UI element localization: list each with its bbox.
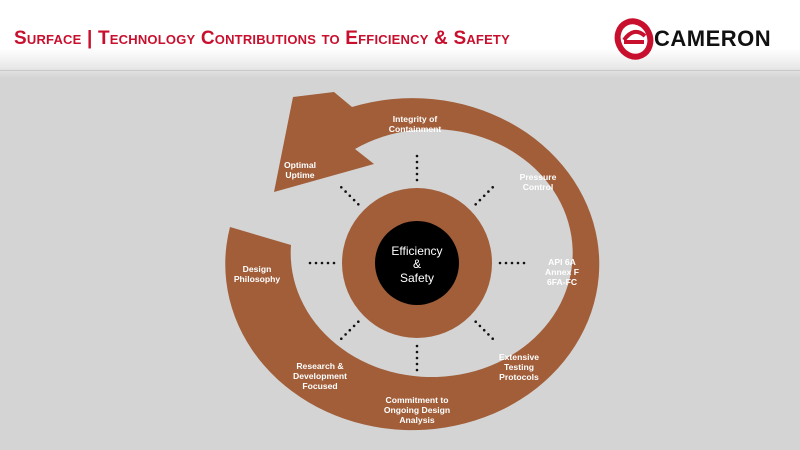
stage-label-line: Pressure [520,172,557,182]
spoke-dot [510,261,514,265]
cameron-logo-icon [614,18,654,60]
stage-label-line: Extensive [499,352,539,362]
spoke-dot [352,324,356,328]
spoke-dot [478,324,482,328]
spoke-dot [348,328,352,332]
stage-label-line: Uptime [285,170,314,180]
stage-label-line: Ongoing Design [384,405,450,415]
stage-label-line: Control [523,182,554,192]
spoke-dot [415,166,419,170]
stage-research-development: Research & Development Focused [293,361,347,391]
spoke-dot [474,320,478,324]
spoke-dot [314,261,318,265]
spoke-dot [332,261,336,265]
spoke-dot [415,154,419,158]
stage-label-line: Philosophy [234,274,281,284]
stage-label-line: Optimal [284,160,316,170]
stage-label-line: Containment [389,124,442,134]
center-label-line: Efficiency [391,244,442,258]
spoke-dot [415,362,419,366]
spoke-dot [344,190,347,193]
stage-label-line: Integrity of [393,114,438,124]
spoke-dot [340,337,343,341]
spoke-dot [474,203,478,206]
stage-label-line: Focused [302,381,337,391]
stage-extensive-testing-protocols: Extensive Testing Protocols [499,352,539,382]
spoke-dot [487,333,490,336]
spoke-dot [498,261,502,265]
center-label-line: & [413,257,421,271]
stage-pressure-control: Pressure Control [520,172,557,192]
stage-label-line: Research & [296,361,343,371]
spoke-dot [344,333,347,336]
stage-label-line: Testing [504,362,534,372]
spoke-dot [308,261,312,265]
stage-integrity-of-containment: Integrity of Containment [389,114,442,134]
spoke-dot [516,261,520,265]
cameron-logo: CAMERON [614,16,794,62]
header-divider [0,70,800,71]
stage-label-line: Design [243,264,272,274]
spoke-dot [478,198,482,202]
spoke-dot [320,261,324,265]
center-label-line: Safety [400,271,434,285]
center-circle [375,221,459,305]
stage-label-line: Commitment to [385,395,448,405]
stage-label-line: Development [293,371,347,381]
spoke-dot [357,203,360,206]
spoke-dot [415,344,419,348]
spoke-dot [352,198,356,202]
spoke-dot [415,172,419,176]
spoke-dot [504,261,508,265]
spoke-dot [522,261,526,265]
spoke-dot [326,261,330,265]
stage-label-line: Protocols [499,372,539,382]
spoke-dot [340,186,343,189]
spoke-dot [415,368,419,372]
logo-wordmark: CAMERON [654,26,772,51]
stage-design-philosophy: Design Philosophy [234,264,281,284]
spoke-dot [415,350,419,354]
spoke-dot [482,328,486,332]
slide-title: Surface | Technology Contributions to Ef… [14,28,510,49]
stage-commitment-to-design-analysis: Commitment to Ongoing Design Analysis [384,395,450,425]
spoke-dot [415,178,419,182]
center-label: Efficiency & Safety [391,244,442,285]
cycle-arrow [225,92,600,431]
stage-label-line: API 6A [548,257,576,267]
stage-optimal-uptime: Optimal Uptime [284,160,316,180]
header-bar [0,0,800,78]
stage-label-line: Annex F [545,267,579,277]
spoke-dot [415,160,419,164]
spoke-dot [482,194,486,198]
spoke-dot [491,186,495,189]
spoke-dot [348,194,352,198]
stage-api-6a-annex-f: API 6A Annex F 6FA-FC [545,257,579,287]
stage-label-line: Analysis [399,415,435,425]
spoke-dot [415,356,419,360]
spoke-dot [487,190,490,193]
radial-spokes [308,154,526,372]
spoke-dot [491,337,495,341]
spoke-dot [357,320,360,324]
stage-label-line: 6FA-FC [547,277,577,287]
